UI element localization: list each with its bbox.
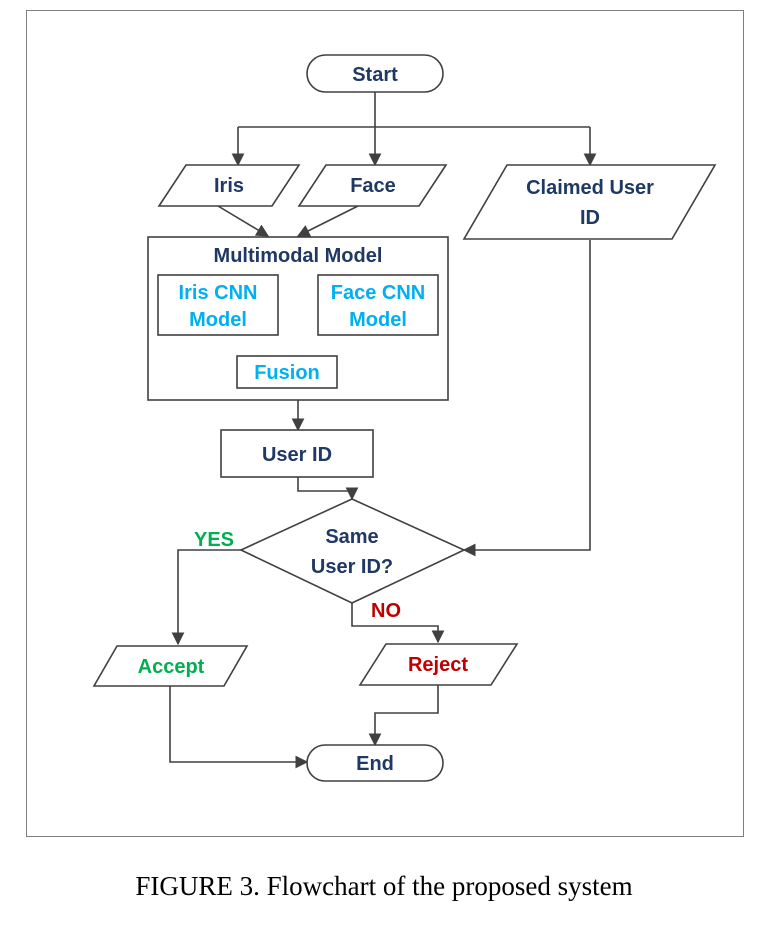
face-cnn-line-2: Model (349, 309, 407, 331)
iris-cnn-line-1: Iris CNN (179, 282, 258, 304)
figure-frame (26, 10, 744, 837)
iris-cnn-line-2: Model (189, 309, 247, 331)
reject-node: Reject (358, 643, 519, 686)
fusion-node: Fusion (236, 355, 338, 389)
start-label: Start (352, 64, 398, 86)
face-input-label: Face (350, 175, 396, 197)
decision-line-2: User ID? (311, 556, 393, 578)
start-node: Start (306, 54, 444, 93)
reject-label: Reject (408, 654, 468, 676)
multimodal-model-title: Multimodal Model (214, 245, 383, 267)
no-branch-label: NO (371, 600, 401, 622)
yes-branch-label: YES (194, 529, 234, 551)
edge-decision-yes-to-accept (171, 549, 241, 646)
user-id-label: User ID (262, 444, 332, 466)
edge-claimed-id-to-decision (462, 240, 591, 557)
iris-input-node: Iris (157, 164, 301, 207)
figure-caption: FIGURE 3. Flowchart of the proposed syst… (135, 871, 633, 901)
edge-accept-to-end (169, 686, 309, 769)
face-cnn-line-1: Face CNN (331, 282, 425, 304)
accept-label: Accept (138, 656, 205, 678)
same-user-id-decision: Same User ID? (239, 498, 466, 604)
end-node: End (306, 744, 444, 782)
accept-node: Accept (92, 645, 249, 687)
iris-input-label: Iris (214, 175, 244, 197)
user-id-node: User ID (220, 429, 374, 478)
iris-cnn-model-node: Iris CNN Model (157, 274, 279, 336)
claimed-user-id-line-2: ID (580, 207, 600, 229)
end-label: End (356, 753, 394, 775)
flowchart-diagram: Start Iris Face Claimed User ID Multimod… (92, 54, 717, 782)
edge-decision-no-to-reject (351, 603, 445, 644)
edge-face-to-model (296, 205, 359, 237)
claimed-user-id-line-1: Claimed User (526, 177, 654, 199)
edge-reject-to-end (368, 685, 439, 747)
fusion-label: Fusion (254, 362, 320, 384)
claimed-user-id-node: Claimed User ID (462, 164, 717, 240)
edge-iris-to-model (217, 205, 270, 237)
face-input-node: Face (297, 164, 448, 207)
edge-user-id-to-decision (297, 477, 359, 501)
decision-line-1: Same (325, 526, 378, 548)
face-cnn-model-node: Face CNN Model (317, 274, 439, 336)
